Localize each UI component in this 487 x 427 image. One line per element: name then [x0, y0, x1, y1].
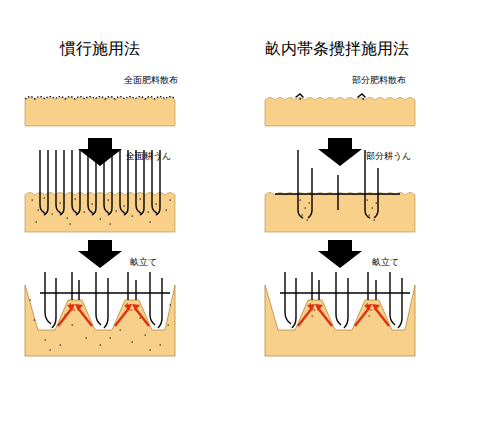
step-arrow [318, 240, 362, 268]
soil [25, 98, 175, 127]
ridger [40, 272, 170, 328]
right-column [265, 94, 415, 356]
step-label: 全面耕うん [126, 152, 171, 162]
ridger [280, 272, 410, 328]
soil-movement-arrows [298, 308, 389, 326]
soil-movement-heads [307, 304, 380, 311]
step-label: 部分耕うん [366, 152, 411, 162]
left-column [25, 97, 175, 357]
column-heading: 畝内帯条攪拌施用法 [265, 40, 409, 58]
step-arrow [78, 138, 122, 166]
column-heading: 慣行施用法 [60, 40, 140, 58]
fertilizer-band [300, 200, 377, 220]
soil [265, 193, 415, 233]
ridge-step [265, 272, 415, 356]
soil [265, 98, 415, 127]
soil-movement-arrows [58, 308, 149, 326]
fertilizer-partial [296, 94, 365, 99]
step-label: 全面肥料散布 [124, 76, 178, 86]
fertilizer-full [25, 97, 175, 100]
step-arrow [78, 240, 122, 268]
soil-movement-heads [67, 304, 140, 311]
fertilizer-mixed [32, 198, 171, 224]
step-label: 部分肥料散布 [352, 76, 406, 86]
step-arrow [318, 138, 362, 166]
step-label: 畝立て [130, 258, 157, 268]
step-label: 畝立て [372, 258, 399, 268]
